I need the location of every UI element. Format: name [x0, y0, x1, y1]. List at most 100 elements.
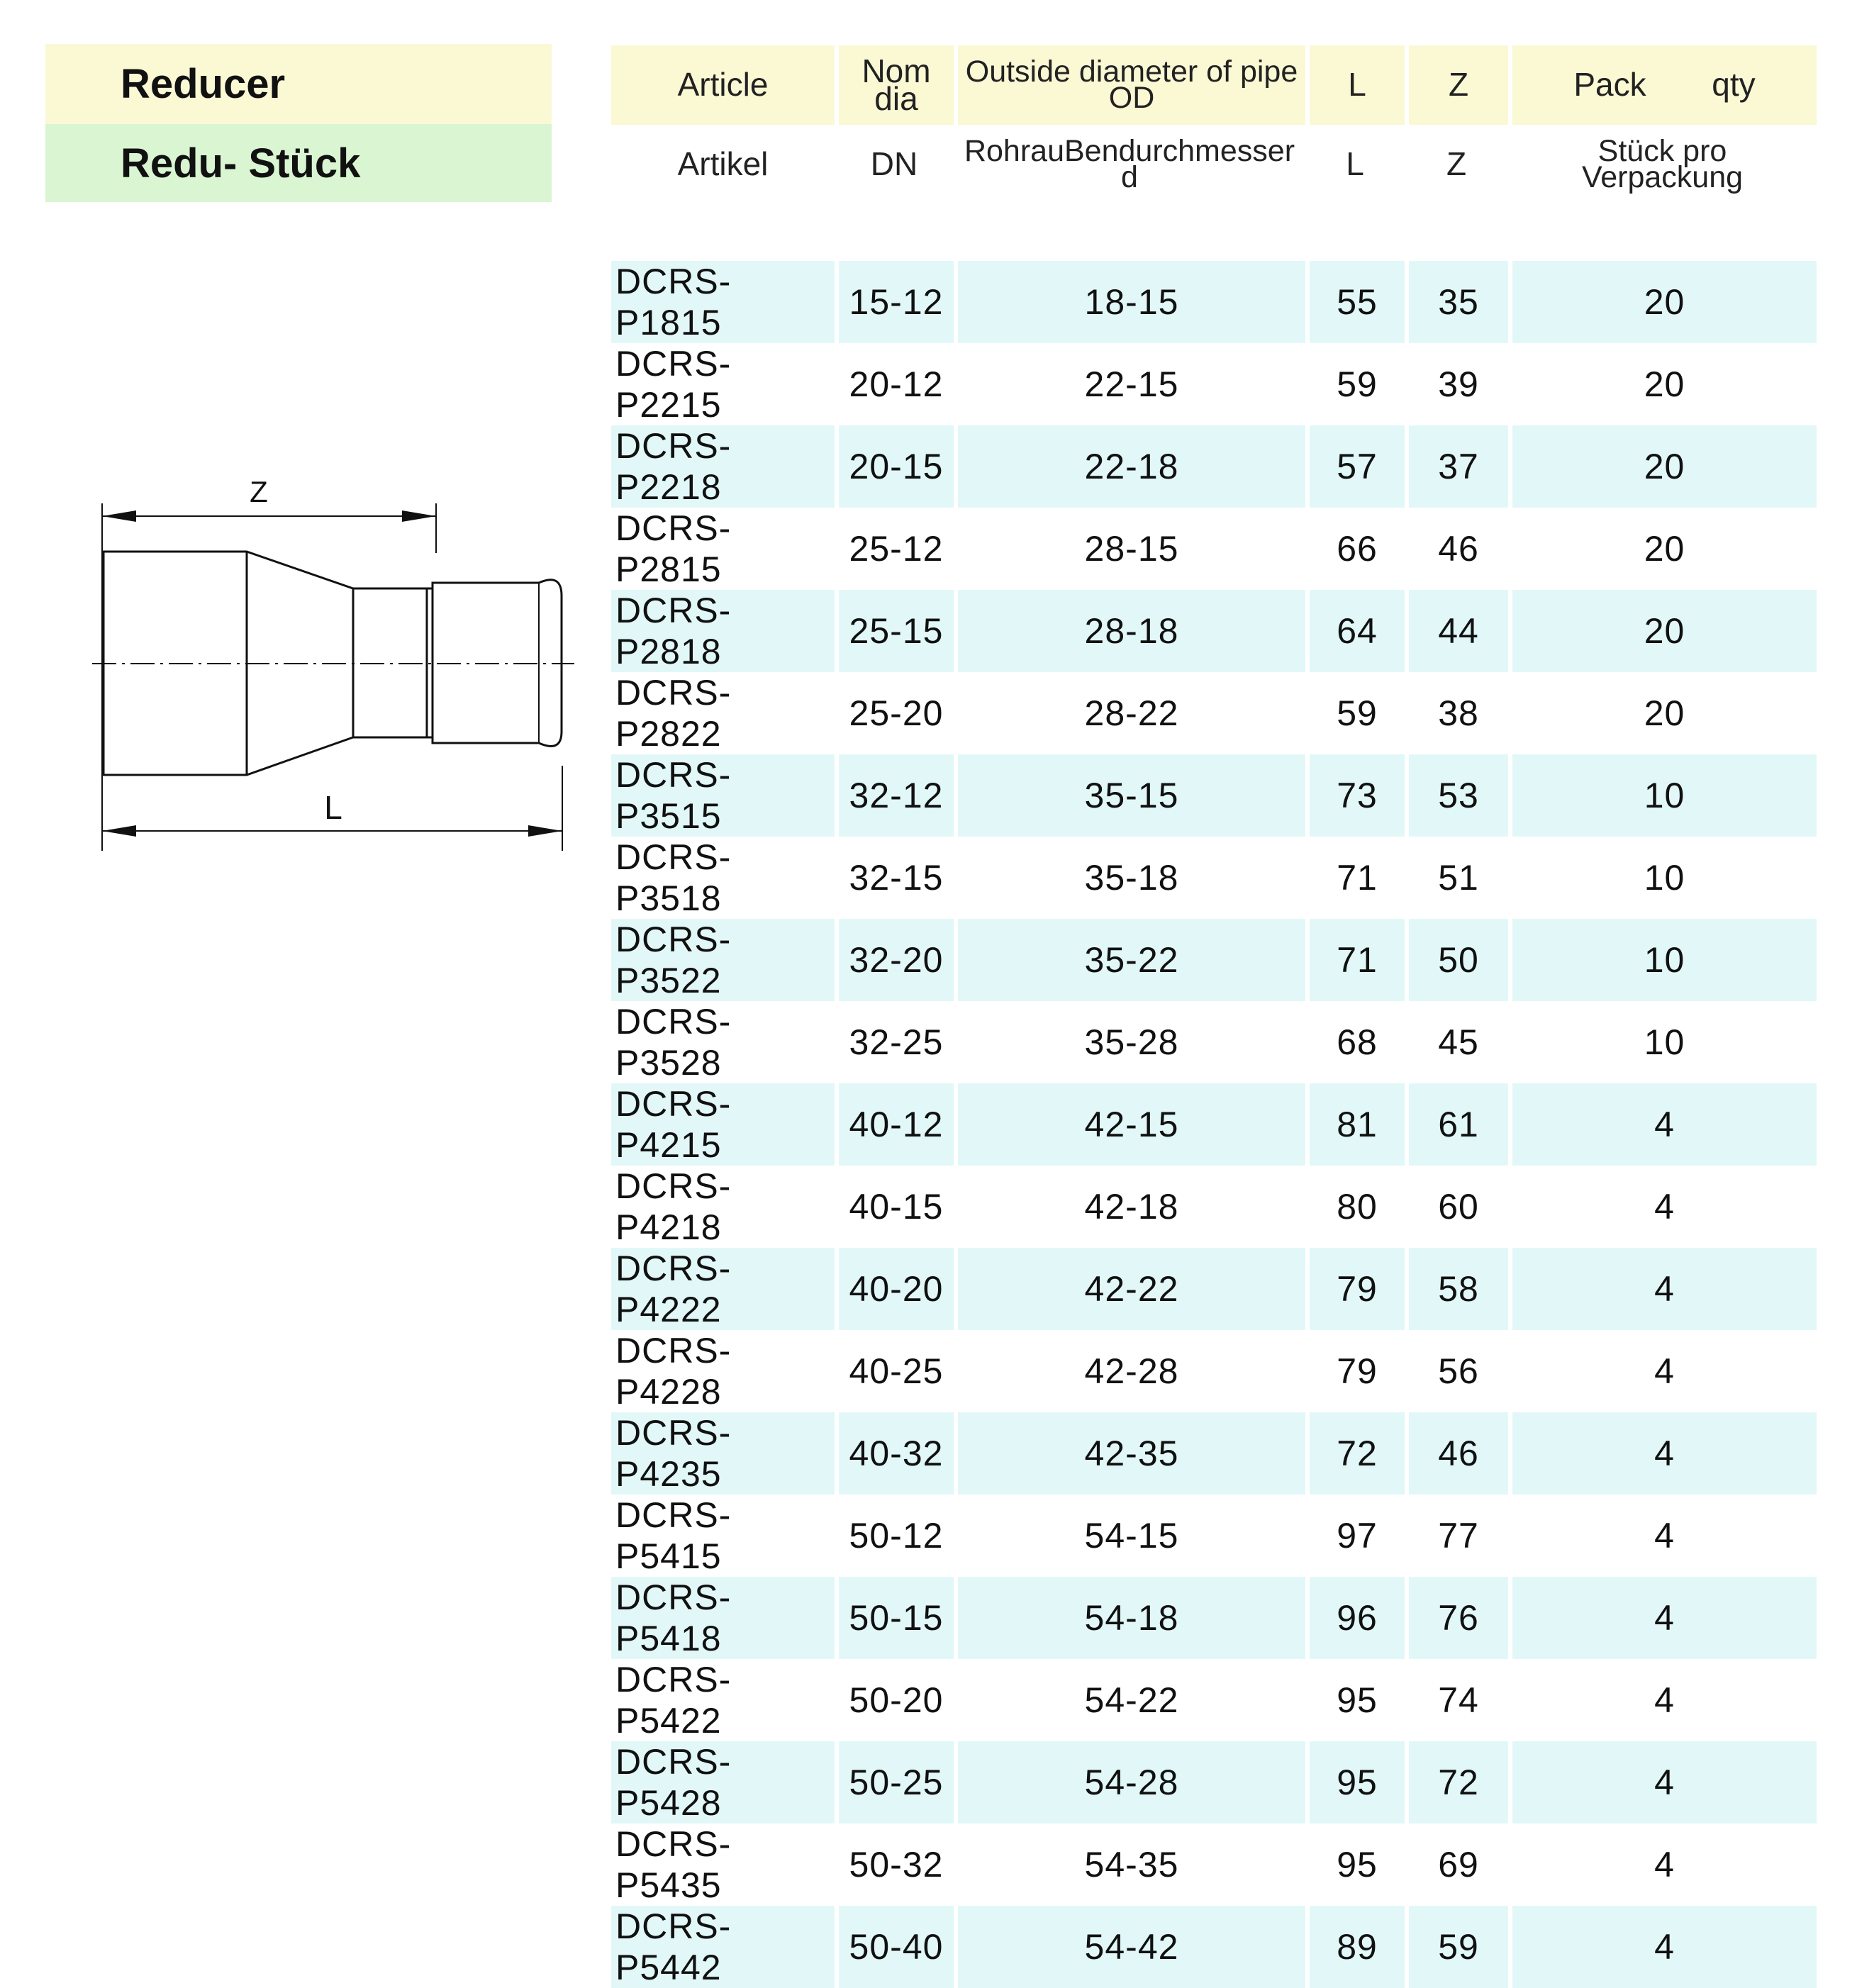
cell-pack-qty: 10: [1508, 754, 1817, 837]
cell-outside-diameter: 54-18: [954, 1577, 1305, 1659]
dimension-label-z: Z: [250, 475, 268, 508]
cell-dn: 50-12: [835, 1495, 954, 1577]
cell-article: DCRS-P3522: [611, 919, 835, 1001]
cell-z: 58: [1405, 1248, 1508, 1330]
cell-pack-qty: 20: [1508, 590, 1817, 672]
cell-dn: 25-12: [835, 508, 954, 590]
cell-outside-diameter: 35-15: [954, 754, 1305, 837]
cell-z: 69: [1405, 1824, 1508, 1906]
cell-l: 66: [1305, 508, 1405, 590]
cell-z: 72: [1405, 1741, 1508, 1824]
cell-l: 59: [1305, 343, 1405, 425]
cell-article: DCRS-P2815: [615, 508, 732, 589]
cell-article: DCRS-P2818: [611, 590, 835, 672]
dimension-label-l: L: [324, 789, 342, 826]
cell-z: 35: [1405, 261, 1508, 343]
cell-outside-diameter: 22-18: [954, 425, 1305, 508]
cell-article: DCRS-P2218: [611, 425, 835, 508]
cell-outside-diameter: 22-15: [954, 343, 1305, 425]
cell-z: 77: [1405, 1495, 1508, 1577]
cell-outside-diameter: 54-42: [954, 1906, 1305, 1988]
cell-dn: 40-15: [835, 1166, 954, 1248]
col-header-article: Article: [611, 45, 835, 125]
cell-outside-diameter: 42-18: [954, 1166, 1305, 1248]
cell-outside-diameter: 35-28: [954, 1001, 1305, 1083]
cell-l: 57: [1305, 425, 1405, 508]
cell-dn: 50-15: [835, 1577, 954, 1659]
cell-dn: 40-25: [835, 1330, 954, 1412]
cell-l: 89: [1305, 1906, 1405, 1988]
cell-l: 59: [1305, 672, 1405, 754]
cell-dn: 20-15: [835, 425, 954, 508]
cell-z: 45: [1405, 1001, 1508, 1083]
cell-dn: 20-12: [835, 343, 954, 425]
cell-z: 59: [1405, 1906, 1508, 1988]
cell-article: DCRS-P5422: [615, 1660, 732, 1741]
cell-pack-qty: 4: [1508, 1330, 1817, 1412]
cell-dn: 50-20: [835, 1659, 954, 1741]
cell-pack-qty: 10: [1508, 1001, 1817, 1083]
cell-article: DCRS-P4218: [615, 1166, 732, 1247]
cell-article: DCRS-P3515: [611, 754, 835, 837]
cell-article: DCRS-P5415: [615, 1495, 732, 1576]
cell-dn: 50-40: [835, 1906, 954, 1988]
cell-pack-qty: 4: [1508, 1577, 1817, 1659]
cell-l: 73: [1305, 754, 1405, 837]
cell-z: 51: [1405, 837, 1508, 919]
cell-pack-qty: 20: [1508, 672, 1817, 754]
cell-dn: 32-12: [835, 754, 954, 837]
col-header-z-de: Z: [1405, 125, 1508, 204]
cell-pack-qty: 20: [1508, 343, 1817, 425]
cell-outside-diameter: 54-28: [954, 1741, 1305, 1824]
cell-article: DCRS-P1815: [611, 261, 835, 343]
cell-l: 71: [1305, 919, 1405, 1001]
cell-outside-diameter: 54-22: [954, 1659, 1305, 1741]
cell-dn: 40-20: [835, 1248, 954, 1330]
cell-l: 95: [1305, 1824, 1405, 1906]
cell-article: DCRS-P4235: [611, 1412, 835, 1495]
cell-l: 64: [1305, 590, 1405, 672]
cell-article: DCRS-P5435: [615, 1824, 732, 1905]
cell-l: 71: [1305, 837, 1405, 919]
cell-pack-qty: 10: [1508, 837, 1817, 919]
cell-z: 46: [1405, 508, 1508, 590]
cell-pack-qty: 4: [1508, 1412, 1817, 1495]
cell-dn: 40-32: [835, 1412, 954, 1495]
title-english: Reducer: [45, 44, 552, 124]
cell-l: 97: [1305, 1495, 1405, 1577]
cell-l: 81: [1305, 1083, 1405, 1166]
cell-l: 96: [1305, 1577, 1405, 1659]
cell-l: 68: [1305, 1001, 1405, 1083]
cell-outside-diameter: 35-18: [954, 837, 1305, 919]
col-header-pack-qty: Pack qty: [1508, 45, 1817, 125]
cell-dn: 25-20: [835, 672, 954, 754]
cell-z: 60: [1405, 1166, 1508, 1248]
col-header-dn: DN: [835, 125, 954, 204]
cell-pack-qty: 4: [1508, 1741, 1817, 1824]
cell-outside-diameter: 42-15: [954, 1083, 1305, 1166]
cell-dn: 32-25: [835, 1001, 954, 1083]
cell-outside-diameter: 28-15: [954, 508, 1305, 590]
cell-l: 72: [1305, 1412, 1405, 1495]
col-header-rohraussendurchmesser: RohrauBendurchmesser d: [954, 125, 1305, 204]
cell-outside-diameter: 18-15: [954, 261, 1305, 343]
cell-article: DCRS-P4228: [615, 1331, 732, 1412]
cell-pack-qty: 4: [1508, 1083, 1817, 1166]
cell-z: 39: [1405, 343, 1508, 425]
cell-article: DCRS-P3528: [615, 1002, 732, 1083]
cell-l: 55: [1305, 261, 1405, 343]
cell-dn: 50-32: [835, 1824, 954, 1906]
cell-dn: 50-25: [835, 1741, 954, 1824]
